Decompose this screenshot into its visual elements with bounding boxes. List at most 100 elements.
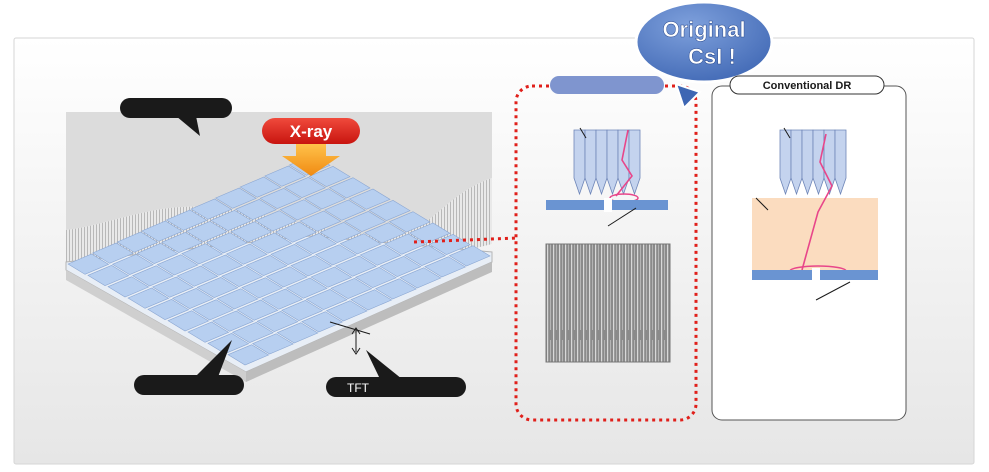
tft-label: TFT	[347, 381, 370, 395]
pixel-cell	[254, 210, 297, 232]
pixel-cell	[276, 322, 319, 344]
pixel-cell	[284, 176, 327, 199]
needle-column	[573, 129, 586, 196]
pixel-cell	[350, 289, 393, 311]
pixel-cell	[131, 265, 174, 287]
xray-indicator: X-ray	[262, 118, 360, 176]
pixel-cell	[379, 255, 422, 278]
pixel-cell	[354, 266, 397, 289]
thickness-marker	[329, 321, 371, 355]
xray-label: X-ray	[290, 122, 333, 141]
pixel-cell	[216, 288, 259, 310]
callout-tft: TFT	[326, 350, 466, 397]
pixel-cell	[231, 321, 274, 344]
sem-image	[546, 244, 670, 362]
csi-detail-panel	[514, 76, 698, 422]
pixel-cell	[285, 277, 328, 299]
pixel-cell	[279, 199, 322, 221]
bubble-line-2: CsI !	[688, 44, 736, 69]
needle-column	[779, 129, 792, 196]
csi-needle-columns	[573, 129, 641, 196]
pixel-cell	[245, 254, 288, 277]
pixel-cell	[116, 231, 159, 253]
phosphor-layer	[752, 198, 878, 270]
conventional-dr-panel: Conventional DR	[711, 75, 907, 421]
bubble-line-1: Original	[662, 17, 745, 42]
pixel-cell	[181, 243, 224, 265]
pixel-cell	[210, 209, 253, 232]
pixel-cell	[265, 266, 308, 288]
pixel-cell	[290, 255, 333, 277]
pixel-cell	[324, 199, 367, 221]
pixel-cell	[227, 344, 270, 366]
needle-column	[606, 129, 619, 196]
pixel-cell	[234, 198, 277, 221]
pixel-cell	[364, 222, 407, 244]
light-path	[615, 129, 633, 197]
pixel-cell	[230, 221, 273, 243]
pixel-cell	[171, 287, 214, 310]
needle-column	[801, 129, 814, 196]
pixel-cell	[185, 220, 228, 243]
pixel-cell	[408, 222, 451, 244]
pixel-cell	[270, 243, 313, 266]
tft-substrate-edge	[66, 270, 246, 382]
pixel-cell	[348, 188, 391, 210]
pixel-cell	[334, 255, 377, 277]
xray-arrow-icon	[282, 144, 340, 176]
pixel-cell	[299, 210, 342, 232]
needle-column	[834, 129, 847, 196]
pixel-cell	[304, 188, 347, 210]
pixel-cell	[156, 254, 199, 276]
pixel-cell	[191, 299, 234, 321]
pixel-cell	[330, 277, 373, 300]
pixel-cell	[256, 310, 299, 333]
pixel-cell	[107, 276, 150, 298]
pixel-cell	[236, 299, 279, 321]
pixel-cell	[221, 265, 264, 288]
pixel-cell	[196, 276, 239, 299]
conventional-needles	[779, 129, 847, 196]
pixel-cell	[201, 254, 244, 276]
needle-column	[595, 129, 608, 196]
pixel-cell	[294, 232, 337, 255]
pixel-cell	[368, 199, 411, 222]
pixel-cell	[428, 233, 471, 256]
pixel-cell	[399, 267, 442, 289]
csi-header-pill	[550, 76, 664, 94]
pixel-cell	[207, 332, 250, 355]
pixel-cell	[310, 266, 353, 288]
pixel-cell	[147, 298, 190, 321]
callout-bottom-left	[134, 340, 244, 395]
pixel-cell	[211, 310, 254, 332]
pixel-cell	[319, 221, 362, 244]
pixel-cell	[374, 278, 417, 300]
pixel-cell	[167, 310, 210, 332]
pixel-cell	[308, 165, 351, 188]
needle-column	[790, 129, 803, 196]
needle-column	[584, 129, 597, 196]
pixel-cell	[448, 245, 491, 267]
pixel-cell	[214, 187, 257, 209]
tft-substrate-edge-right	[246, 262, 492, 382]
pixel-cell	[305, 288, 348, 311]
pixel-cell	[261, 288, 304, 310]
pixel-cell	[259, 187, 302, 210]
pixel-cell	[274, 221, 317, 243]
pixel-cell	[67, 253, 110, 275]
needle-column	[812, 129, 825, 196]
pixel-cell	[141, 220, 184, 242]
pixel-cell	[359, 244, 402, 266]
zoom-connector	[413, 236, 519, 244]
pixel-cell	[87, 264, 130, 287]
callout-top-left	[120, 98, 232, 136]
pixel-cell	[388, 211, 431, 233]
pixel-cell	[250, 232, 293, 254]
pixel-cell	[176, 265, 219, 287]
pixel-cell	[225, 243, 268, 265]
pixel-cell	[161, 231, 204, 254]
pixel-cell	[404, 244, 447, 267]
pixel-cell	[328, 177, 371, 199]
pixel-cell	[241, 277, 284, 299]
